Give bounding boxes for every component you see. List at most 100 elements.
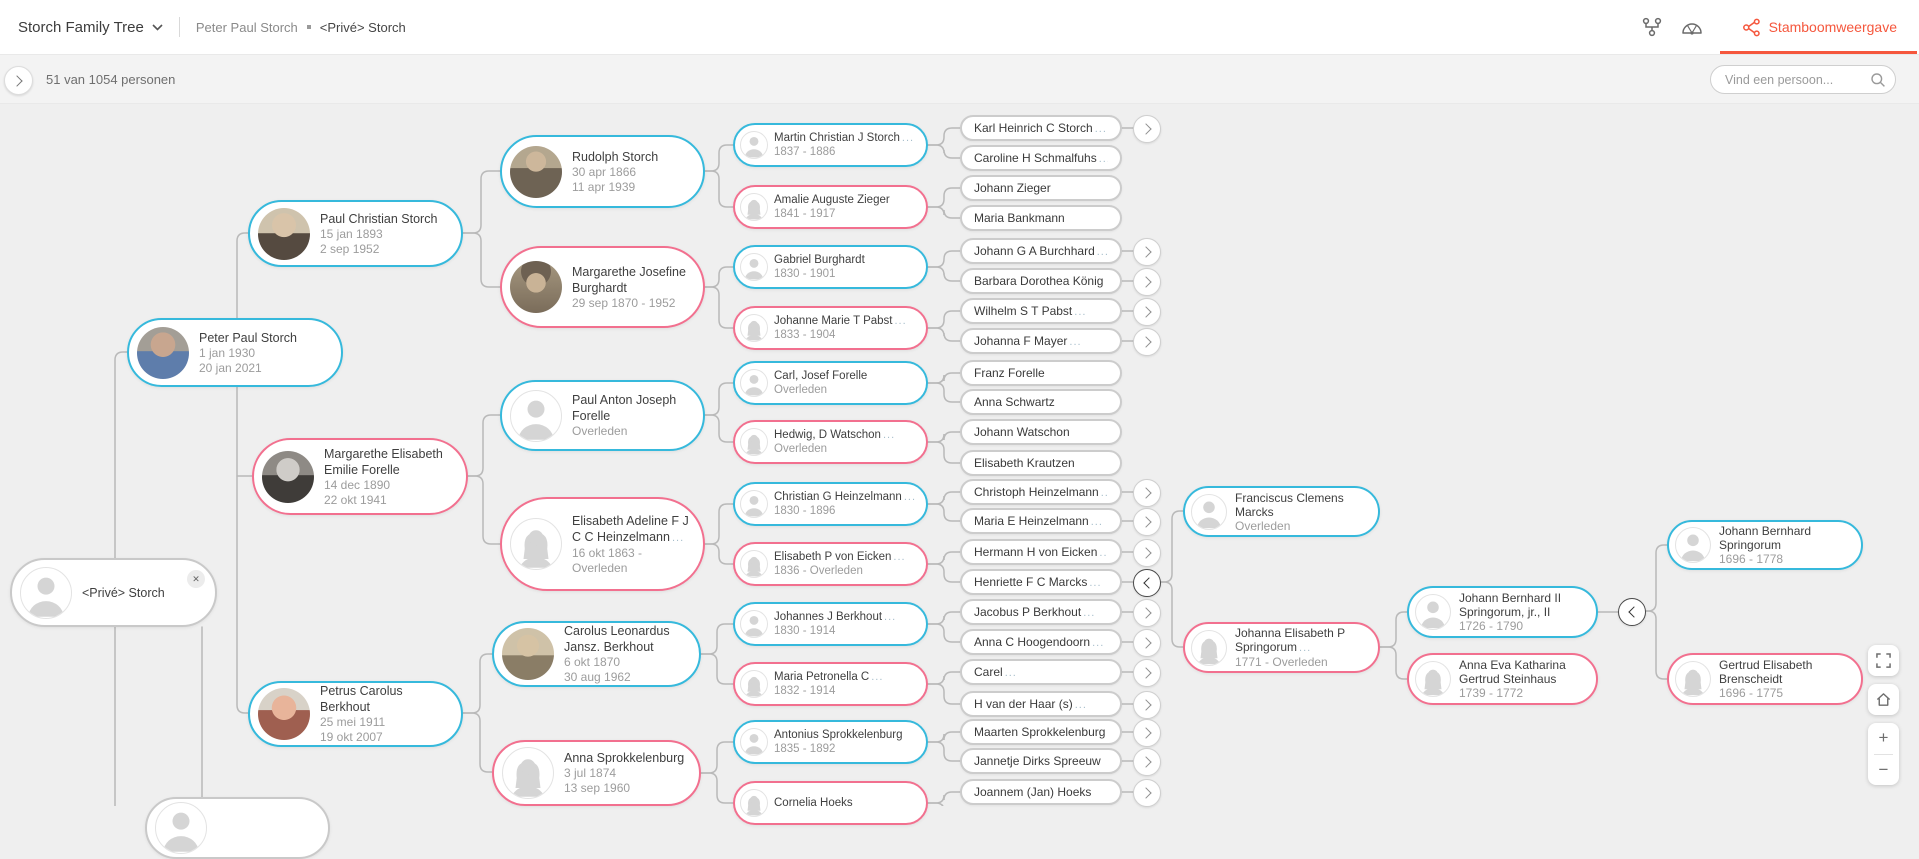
person-dates: 25 mei 1911 19 okt 2007 (320, 715, 386, 744)
person-carolus-berkhout[interactable]: Carolus Leonardus Jansz. Berkhout 6 okt … (492, 621, 701, 687)
expand-collapse-button[interactable] (1133, 508, 1161, 536)
person-text: Peter Paul Storch 1 jan 1930 20 jan 2021 (199, 330, 303, 376)
expand-collapse-button[interactable] (1133, 691, 1161, 719)
person-johann-bernhard-ii[interactable]: Johann Bernhard II Springorum, jr., II 1… (1407, 586, 1598, 638)
person-name: Franz Forelle (974, 366, 1045, 380)
truncation-ellipsis: ... (1092, 637, 1105, 649)
person-avatar (1415, 661, 1451, 697)
person-franciscus-marcks[interactable]: Franciscus Clemens Marcks Overleden (1183, 486, 1380, 537)
expand-collapse-button[interactable] (1133, 599, 1161, 627)
person-caroline-schmalfuhs[interactable]: Caroline H Schmalfuhs... (960, 145, 1122, 171)
person-avatar (1191, 629, 1227, 666)
person-carl-forelle[interactable]: Carl, Josef Forelle Overleden (733, 361, 928, 405)
expand-collapse-button[interactable] (1133, 298, 1161, 326)
chevron-icon (1139, 756, 1152, 768)
person-maarten-sprokkelenburg[interactable]: Maarten Sprokkelenburg (960, 719, 1122, 745)
expand-collapse-button[interactable] (1618, 598, 1646, 626)
person-hedwig-watschon[interactable]: Hedwig, D Watschon... Overleden (733, 420, 928, 464)
person-franz-forelle[interactable]: Franz Forelle (960, 360, 1122, 386)
person-maria-petronella[interactable]: Maria Petronella C... 1832 - 1914 (733, 662, 928, 706)
person-anna-sprokkelenburg[interactable]: Anna Sprokkelenburg 3 jul 1874 13 sep 19… (492, 740, 701, 806)
expand-collapse-button[interactable] (1133, 268, 1161, 296)
person-petrus-berkhout[interactable]: Petrus Carolus Berkhout 25 mei 1911 19 o… (248, 681, 463, 747)
fan-view-button[interactable] (1672, 0, 1712, 54)
expand-collapse-button[interactable] (1133, 659, 1161, 687)
expand-collapse-button[interactable] (1133, 238, 1161, 266)
expand-collapse-button[interactable] (1133, 719, 1161, 747)
truncation-ellipsis: ... (1069, 336, 1082, 348)
person-johanna-springorum[interactable]: Johanna Elisabeth P Springorum... 1771 -… (1183, 622, 1380, 673)
person-text: Elisabeth P von Eicken... 1836 - Overled… (774, 550, 910, 578)
person-christian-heinzelmann[interactable]: Christian G Heinzelmann... 1830 - 1896 (733, 482, 928, 526)
person-margarethe-burghardt[interactable]: Margarethe Josefine Burghardt 29 sep 187… (500, 246, 705, 328)
person-rudolph-storch[interactable]: Rudolph Storch 30 apr 1866 11 apr 1939 (500, 135, 705, 208)
person-anna-schwartz[interactable]: Anna Schwartz (960, 389, 1122, 415)
person-peter-paul-storch[interactable]: Peter Paul Storch 1 jan 1930 20 jan 2021 (127, 318, 343, 387)
person-paul-anton-forelle[interactable]: Paul Anton Joseph Forelle Overleden (500, 380, 705, 451)
person-johannes-berkhout[interactable]: Johannes J Berkhout... 1830 - 1914 (733, 602, 928, 646)
fullscreen-button[interactable] (1868, 645, 1899, 676)
person-partial-node[interactable] (145, 797, 330, 859)
person-margarethe-forelle[interactable]: Margarethe Elisabeth Emilie Forelle 14 d… (252, 438, 468, 515)
person-carel[interactable]: Carel... (960, 659, 1122, 685)
person-name: Henriette F C Marcks... (974, 575, 1102, 589)
person-henriette-marcks[interactable]: Henriette F C Marcks... (960, 569, 1122, 595)
person-wilhelm-pabst[interactable]: Wilhelm S T Pabst... (960, 298, 1122, 324)
person-cornelia-hoeks[interactable]: Cornelia Hoeks (733, 781, 928, 825)
person-gertrud-brenscheidt[interactable]: Gertrud Elisabeth Brenscheidt 1696 - 177… (1667, 653, 1863, 705)
person-martin-storch[interactable]: Martin Christian J Storch... 1837 - 1886 (733, 123, 928, 167)
person-name: Christian G Heinzelmann... (774, 491, 917, 503)
zoom-in-button[interactable]: + (1878, 728, 1889, 748)
person-joannem-hoeks[interactable]: Joannem (Jan) Hoeks (960, 779, 1122, 805)
person-johanne-pabst[interactable]: Johanne Marie T Pabst... 1833 - 1904 (733, 306, 928, 350)
person-karl-heinrich-storch[interactable]: Karl Heinrich C Storch... (960, 115, 1122, 141)
person-elisabeth-von-eicken[interactable]: Elisabeth P von Eicken... 1836 - Overled… (733, 542, 928, 586)
person-gabriel-burghardt[interactable]: Gabriel Burghardt 1830 - 1901 (733, 245, 928, 289)
person-text: Maria Petronella C... 1832 - 1914 (774, 670, 887, 698)
expand-collapse-button[interactable] (1133, 115, 1161, 143)
chevron-icon (1627, 606, 1640, 618)
person-avatar (155, 802, 207, 854)
person-jannetje-spreeuw[interactable]: Jannetje Dirks Spreeuw (960, 748, 1122, 774)
person-prive-storch[interactable]: <Privé> Storch ✕ (10, 558, 217, 627)
home-button[interactable] (1868, 684, 1899, 715)
expand-collapse-button[interactable] (1133, 479, 1161, 507)
person-barbara-koenig[interactable]: Barbara Dorothea König (960, 268, 1122, 294)
person-anna-hoogendoorn[interactable]: Anna C Hoogendoorn... (960, 629, 1122, 655)
expand-collapse-button[interactable] (1133, 569, 1161, 597)
person-johann-burchhard[interactable]: Johann G A Burchhard... (960, 238, 1122, 264)
expand-collapse-button[interactable] (1133, 779, 1161, 807)
person-name: Carel... (974, 665, 1017, 679)
person-dates: 1739 - 1772 (1459, 686, 1524, 700)
expand-collapse-button[interactable] (1133, 539, 1161, 567)
person-anna-eva-steinhaus[interactable]: Anna Eva Katharina Gertrud Steinhaus 173… (1407, 653, 1598, 705)
person-jacobus-berkhout[interactable]: Jacobus P Berkhout... (960, 599, 1122, 625)
expand-panel-button[interactable] (4, 66, 33, 95)
person-elisabeth-krautzen[interactable]: Elisabeth Krautzen (960, 450, 1122, 476)
person-avatar (258, 207, 310, 260)
breadcrumb-item[interactable]: Peter Paul Storch (195, 19, 298, 35)
expand-collapse-button[interactable] (1133, 748, 1161, 776)
zoom-out-button[interactable]: − (1878, 759, 1889, 779)
search-input[interactable] (1710, 65, 1896, 94)
pedigree-view-button[interactable] (1632, 0, 1672, 54)
person-hermann-von-eicken[interactable]: Hermann H von Eicken... (960, 539, 1122, 565)
person-antonius-sprokkelenburg[interactable]: Antonius Sprokkelenburg 1835 - 1892 (733, 720, 928, 764)
person-johann-zieger[interactable]: Johann Zieger (960, 175, 1122, 201)
expand-collapse-button[interactable] (1133, 328, 1161, 356)
person-christoph-heinzelmann[interactable]: Christoph Heinzelmann... (960, 479, 1122, 505)
person-maria-bankmann[interactable]: Maria Bankmann (960, 205, 1122, 231)
tab-tree-view[interactable]: Stamboomweergave (1719, 0, 1919, 54)
person-johann-bernhard-springorum[interactable]: Johann Bernhard Springorum 1696 - 1778 (1667, 520, 1863, 570)
person-johanna-mayer[interactable]: Johanna F Mayer... (960, 328, 1122, 354)
tree-name-menu[interactable]: Storch Family Tree (18, 19, 163, 36)
person-johann-watschon[interactable]: Johann Watschon (960, 419, 1122, 445)
person-amalie-zieger[interactable]: Amalie Auguste Zieger 1841 - 1917 (733, 185, 928, 229)
person-avatar (740, 369, 768, 397)
person-maria-heinzelmann[interactable]: Maria E Heinzelmann... (960, 508, 1122, 534)
expand-collapse-button[interactable] (1133, 629, 1161, 657)
person-h-van-der-haar[interactable]: H van der Haar (s)... (960, 691, 1122, 717)
person-paul-christian-storch[interactable]: Paul Christian Storch 15 jan 1893 2 sep … (248, 200, 463, 267)
person-elisabeth-heinzelmann[interactable]: Elisabeth Adeline F J C C Heinzelmann...… (500, 497, 705, 591)
